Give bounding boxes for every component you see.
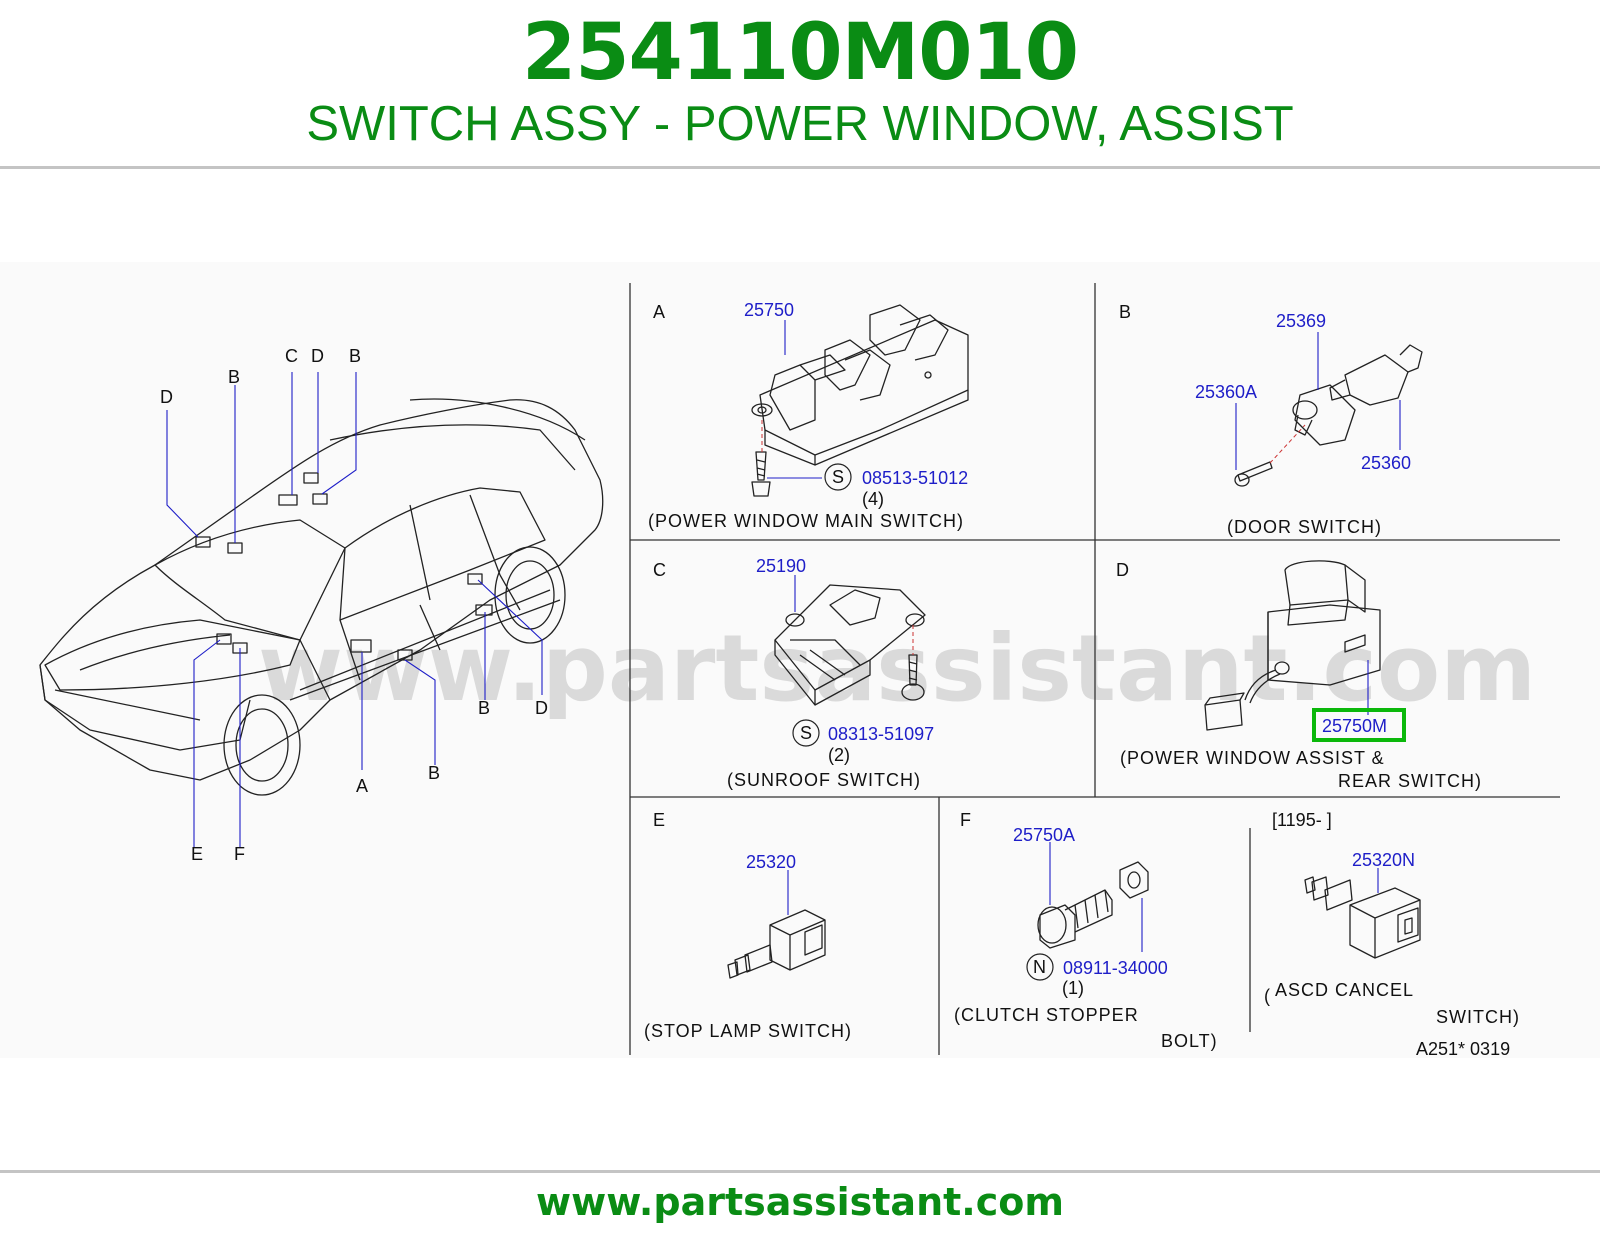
car-label-e: E [191, 844, 203, 864]
highlight-box-25750m [1312, 708, 1406, 742]
symbol-n-circle [1026, 953, 1054, 981]
car-label-d-top: D [311, 346, 324, 366]
clutch-stopper-bolt-drawing [1037, 861, 1149, 949]
caption-ascd-line1: ASCD CANCEL [1275, 980, 1414, 1000]
car-illustration [39, 398, 604, 796]
callout-25750[interactable]: 25750 [744, 300, 794, 320]
section-f-letter: F [960, 810, 971, 830]
callout-25360a[interactable]: 25360A [1195, 382, 1257, 402]
screw-c-drawing [901, 654, 925, 701]
section-c-letter: C [653, 560, 666, 580]
date-range: [1195- ] [1272, 810, 1332, 830]
part-number: 254110M010 [521, 8, 1079, 98]
callout-08911-34000[interactable]: 08911-34000 [1063, 958, 1168, 978]
section-ascd: [1195- ] 25320N ( ASCD CANCEL SWITCH) A2… [1264, 810, 1520, 1059]
callout-25190[interactable]: 25190 [756, 556, 806, 576]
symbol-s-circle-c [792, 719, 820, 747]
symbol-n: N [1033, 957, 1046, 977]
power-window-main-switch-drawing [751, 304, 969, 466]
car-label-d-rear: D [535, 698, 548, 718]
symbol-s-a: S [832, 467, 844, 487]
assembly-line-b [1269, 424, 1306, 464]
caption-d-line1: (POWER WINDOW ASSIST & [1120, 748, 1385, 768]
caption-d-line2: REAR SWITCH) [1338, 771, 1482, 791]
symbol-s-circle-a [824, 463, 852, 491]
car-label-a: A [356, 776, 368, 796]
callout-08313-51097[interactable]: 08313-51097 [828, 724, 934, 744]
section-b: B 25369 25360A 25360 (DOOR SWITCH) [1119, 302, 1423, 537]
section-f: F 25750A N 08911-34000 (1) (CLUTCH STOPP… [954, 810, 1218, 1051]
caption-b: (DOOR SWITCH) [1227, 517, 1382, 537]
qty-a: (4) [862, 489, 884, 509]
header-divider [0, 166, 1600, 169]
diagram-code: A251* 0319 [1416, 1039, 1510, 1059]
car-label-d-left: D [160, 387, 173, 407]
caption-f-line2: BOLT) [1161, 1031, 1218, 1051]
caption-f-line1: (CLUTCH STOPPER [954, 1005, 1139, 1025]
stop-lamp-switch-drawing [727, 909, 826, 979]
car-label-b-lower: B [428, 763, 440, 783]
caption-c: (SUNROOF SWITCH) [727, 770, 921, 790]
section-e-letter: E [653, 810, 665, 830]
callout-25750a[interactable]: 25750A [1013, 825, 1075, 845]
door-switch-drawing [1234, 344, 1423, 487]
car-label-b-top: B [349, 346, 361, 366]
qty-f: (1) [1062, 978, 1084, 998]
callout-25750m[interactable]: 25750M [1322, 716, 1387, 736]
callout-25369[interactable]: 25369 [1276, 311, 1326, 331]
callout-25320[interactable]: 25320 [746, 852, 796, 872]
car-label-b-rear: B [478, 698, 490, 718]
section-c: C 25190 S 08313-51097 (2) (SUNROOF SWITC… [653, 556, 934, 790]
screw-a-drawing [751, 451, 771, 497]
footer-url[interactable]: www.partsassistant.com [536, 1180, 1064, 1224]
part-name: SWITCH ASSY - POWER WINDOW, ASSIST [306, 97, 1294, 151]
ascd-cancel-switch-drawing [1304, 876, 1421, 959]
caption-ascd-paren: ( [1264, 986, 1270, 1006]
callout-25360[interactable]: 25360 [1361, 453, 1411, 473]
diagram-grid [629, 283, 1560, 1055]
qty-c: (2) [828, 745, 850, 765]
diagram-background [0, 262, 1600, 1058]
car-label-b-left: B [228, 367, 240, 387]
callout-25320n[interactable]: 25320N [1352, 850, 1415, 870]
car-label-f: F [234, 844, 245, 864]
sunroof-switch-drawing [774, 584, 926, 706]
caption-e: (STOP LAMP SWITCH) [644, 1021, 852, 1041]
caption-a: (POWER WINDOW MAIN SWITCH) [648, 511, 964, 531]
callout-08513-51012[interactable]: 08513-51012 [862, 468, 968, 488]
section-d: D 25750M (POWER WINDOW ASSIST & REAR SWI… [1116, 560, 1482, 791]
power-window-assist-switch-drawing [1204, 560, 1381, 731]
section-b-letter: B [1119, 302, 1131, 322]
section-a: A 25750 S 08513-51012 (4) (POWER W [648, 300, 969, 531]
footer-divider [0, 1170, 1600, 1173]
section-a-letter: A [653, 302, 665, 322]
car-label-c: C [285, 346, 298, 366]
section-d-letter: D [1116, 560, 1129, 580]
caption-ascd-line2: SWITCH) [1436, 1007, 1520, 1027]
symbol-s-c: S [800, 723, 812, 743]
section-e: E 25320 (STOP LAMP SWITCH) [644, 810, 852, 1041]
car-leader-lines [166, 372, 543, 848]
watermark: www.partsassistant.com [258, 615, 1536, 722]
